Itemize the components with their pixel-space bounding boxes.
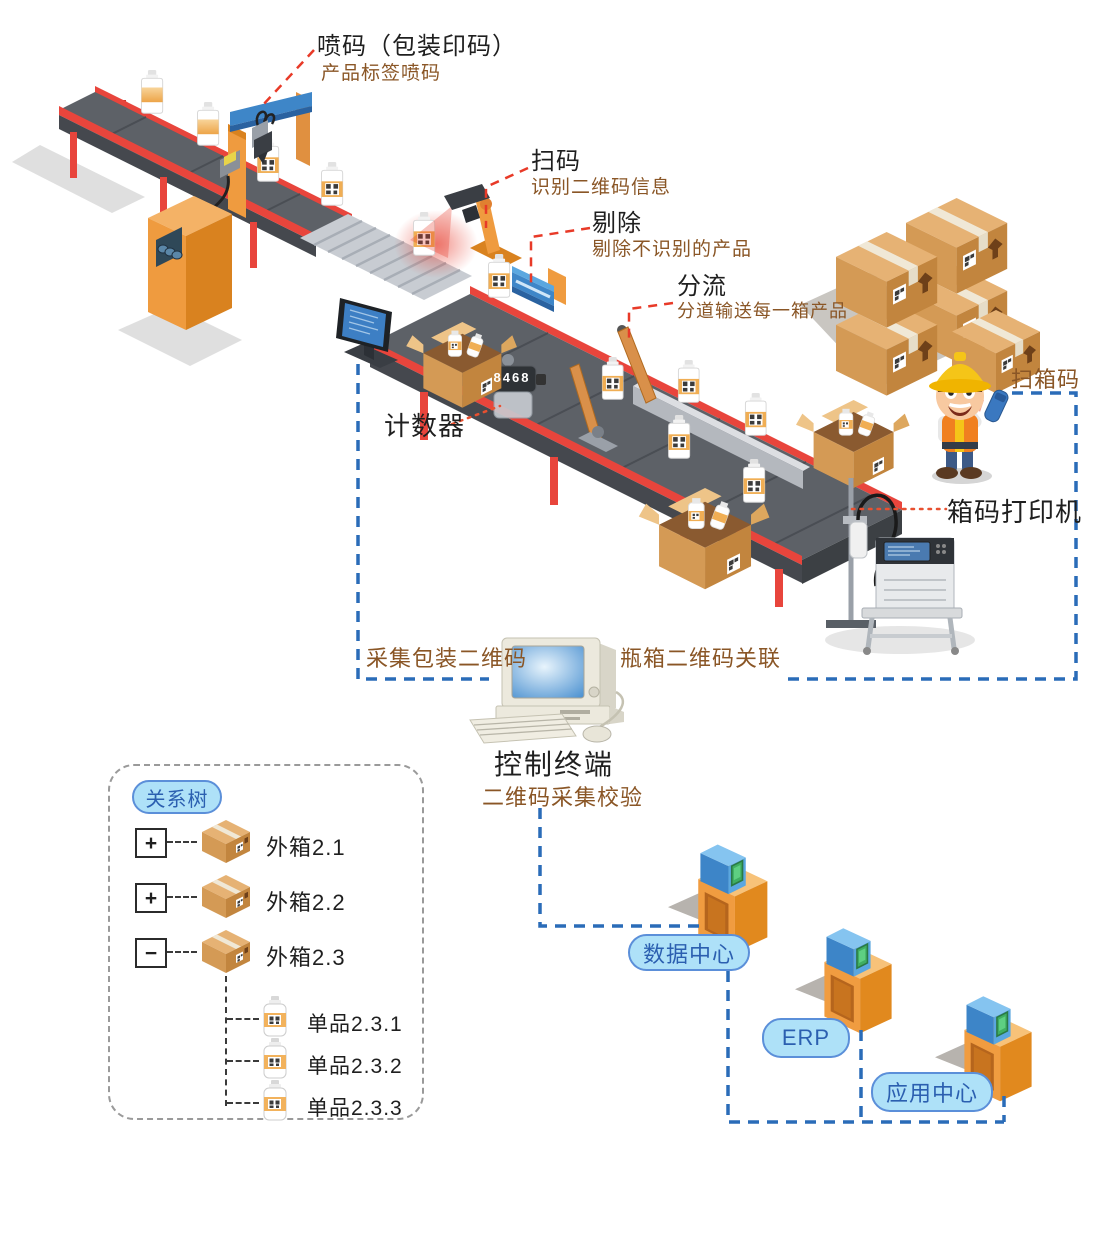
tree-connector [167, 841, 197, 843]
system-kiosks [667, 843, 1033, 1103]
scan-roller-bed [300, 210, 478, 300]
tree-badge: 关系树 [132, 780, 222, 814]
tree-connector [227, 1060, 259, 1062]
tree-branch-line [225, 976, 227, 1106]
bottle-icon [263, 1080, 287, 1121]
tree-connector [227, 1018, 259, 1020]
label-terminal-title: 控制终端 [494, 749, 615, 780]
label-terminal-subtitle: 二维码采集校验 [482, 785, 644, 810]
data-center-badge: 数据中心 [628, 934, 750, 971]
label-divert-title: 分流 [677, 273, 727, 300]
inkjet-printer-gantry [192, 92, 312, 227]
red-dotted-connectors [450, 404, 948, 511]
carton-icon [202, 930, 250, 973]
tree-child-label: 单品2.3.2 [307, 1055, 403, 1078]
label-divert-subtitle: 分道输送每一箱产品 [677, 301, 848, 321]
tree-toggle-box-2-2[interactable]: + [135, 883, 167, 913]
tree-connector [167, 951, 197, 953]
diverter-arms [569, 325, 657, 452]
blue-data-links [356, 364, 1078, 1124]
scanner-arm [410, 184, 522, 266]
relationship-tree-panel: 关系树 + 外箱2.1 + 外箱2.2 − 外箱2.3 单品2.3.1 单品2.… [108, 764, 424, 1121]
worker [929, 352, 1009, 484]
sealed-carton-stack [836, 198, 1040, 396]
label-inkjet-title: 喷码（包装印码） [317, 33, 517, 60]
label-bottle-box-link: 瓶箱二维码关联 [620, 646, 782, 671]
touch-monitor [336, 298, 398, 368]
tree-connector [227, 1102, 259, 1104]
label-counter: 计数器 [384, 411, 466, 441]
bottle-icon [263, 1038, 287, 1079]
label-scan-box: 扫箱码 [1011, 367, 1081, 392]
control-cabinet [148, 196, 232, 330]
label-collect-code: 采集包装二维码 [366, 646, 528, 671]
carton-icon [202, 820, 250, 863]
app-center-badge: 应用中心 [871, 1072, 993, 1112]
bottle-icon [263, 996, 287, 1037]
tree-node-label: 外箱2.1 [266, 835, 346, 860]
label-scan-subtitle: 识别二维码信息 [531, 177, 672, 198]
label-scan-title: 扫码 [531, 148, 581, 175]
label-reject-title: 剔除 [592, 210, 642, 237]
label-box-printer: 箱码打印机 [947, 497, 1083, 527]
label-reject-subtitle: 剔除不识别的产品 [592, 239, 753, 260]
red-annotation-connectors [261, 49, 674, 343]
tree-child-label: 单品2.3.3 [307, 1097, 403, 1120]
tree-node-label: 外箱2.2 [266, 890, 346, 915]
tree-toggle-box-2-3[interactable]: − [135, 938, 167, 968]
control-terminal-computer [469, 637, 625, 744]
reject-pusher [512, 266, 566, 312]
tree-toggle-box-2-1[interactable]: + [135, 828, 167, 858]
tree-node-label: 外箱2.3 [266, 945, 346, 970]
counter-display-value: 8468 [493, 370, 531, 385]
tree-child-label: 单品2.3.1 [307, 1013, 403, 1036]
label-inkjet-subtitle: 产品标签喷码 [321, 63, 442, 84]
carton-icon [202, 875, 250, 918]
tree-connector [167, 896, 197, 898]
box-code-printer [826, 478, 963, 655]
erp-badge: ERP [762, 1018, 850, 1058]
